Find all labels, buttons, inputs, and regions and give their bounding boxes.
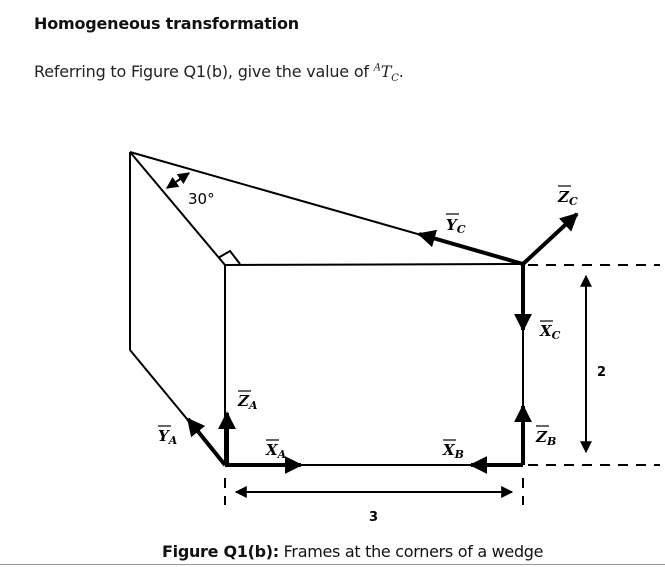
frame-c-y-label: YC [446,216,466,236]
angle-label: 30° [188,190,215,208]
frame-b-x-label: XB [442,441,464,461]
frame-c-z-label: ZC [557,188,578,208]
frame-c-z-axis [521,212,579,266]
frame-a-y-label: YA [158,427,178,447]
angle-arrow [166,172,190,189]
question-text: Referring to Figure Q1(b), give the valu… [34,62,404,85]
width-dimension-label: 3 [369,510,378,525]
question-prefix: Referring to Figure Q1(b), give the valu… [34,62,374,81]
transform-symbol: ATC [373,62,399,85]
frame-b-z-label: ZB [535,428,556,448]
frame-c-x-label: XC [539,322,561,342]
bottom-divider [0,564,665,565]
frame-b [469,404,532,474]
frame-a [186,411,303,474]
frame-a-y-axis [186,417,227,467]
heading: Homogeneous transformation [34,14,299,33]
frame-c-y-axis [417,229,524,266]
caption-text: Frames at the corners of a wedge [278,542,544,561]
frame-a-x-label: XA [265,441,287,461]
caption-label: Figure Q1(b): [162,542,279,561]
dimension-guides [224,264,660,505]
frame-a-z-label: ZA [237,392,258,412]
figure-caption: Figure Q1(b): Frames at the corners of a… [162,542,544,561]
right-angle-mark [217,249,241,265]
height-dimension-label: 2 [597,365,606,380]
frame-c [417,212,579,332]
